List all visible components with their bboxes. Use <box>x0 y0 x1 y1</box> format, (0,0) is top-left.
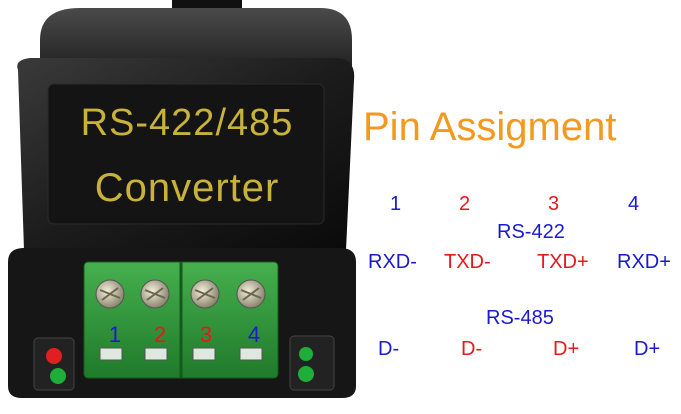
terminal-slots <box>99 347 263 361</box>
rs422-pin2-signal: TXD- <box>444 251 491 273</box>
pin-number-4: 4 <box>628 193 640 215</box>
rs485-pin3-signal: D+ <box>553 338 580 360</box>
pin-assignment-title: Pin Assigment <box>363 105 617 149</box>
terminal-number-3: 3 <box>199 322 213 347</box>
rs485-pin1-signal: D- <box>378 338 400 360</box>
rs422-pin3-signal: TXD+ <box>537 251 589 273</box>
terminal-number-1: 1 <box>108 322 122 347</box>
pin-number-3: 3 <box>548 193 560 215</box>
converter-device-photo: RS-422/485 Converter 1 2 3 4 <box>8 0 356 398</box>
red-led <box>46 348 62 364</box>
rs485-label: RS-485 <box>486 307 554 329</box>
rs485-pin2-signal: D- <box>461 338 483 360</box>
pin-number-2: 2 <box>459 193 471 215</box>
rs422-pin1-signal: RXD- <box>368 251 417 273</box>
device-label-name: Converter <box>94 166 280 210</box>
terminal-number-2: 2 <box>153 322 167 347</box>
device-label-model: RS-422/485 <box>80 102 294 144</box>
terminal-screws <box>95 279 266 309</box>
rs422-label: RS-422 <box>497 221 565 243</box>
green-led-left <box>50 368 66 384</box>
rs485-pin4-signal: D+ <box>634 338 661 360</box>
pin-number-1: 1 <box>390 193 402 215</box>
green-led-right-bottom <box>298 366 314 382</box>
green-led-right-top <box>299 347 313 361</box>
terminal-number-4: 4 <box>247 322 261 347</box>
rs422-pin4-signal: RXD+ <box>617 251 671 273</box>
label-panel <box>47 83 325 225</box>
converter-device-illustration <box>8 0 356 398</box>
